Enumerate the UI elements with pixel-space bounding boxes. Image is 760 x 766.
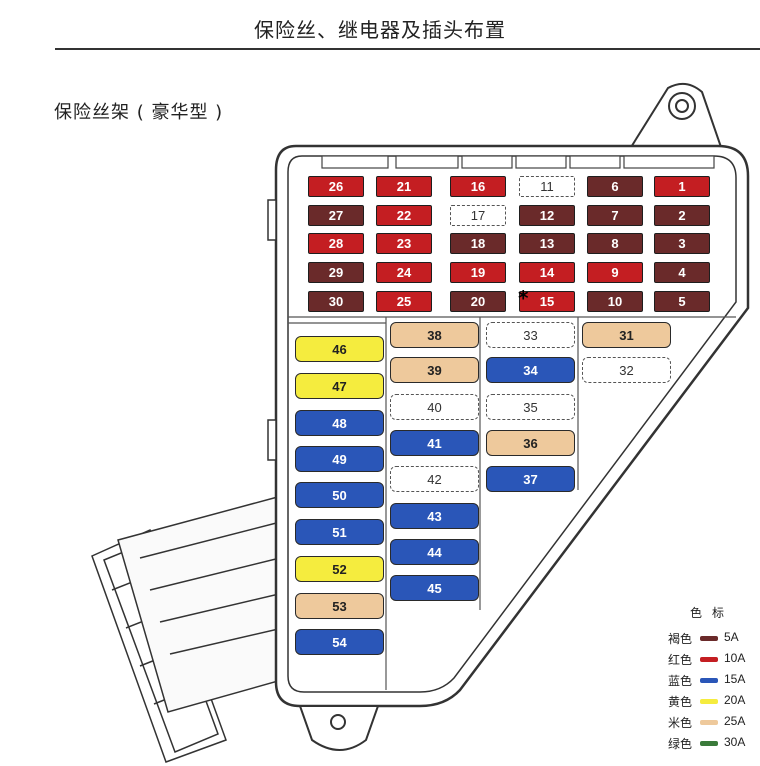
fuse-51: 51: [295, 519, 384, 545]
legend-color-name: 褐色: [668, 632, 693, 646]
fuse-10: 10: [587, 291, 643, 312]
legend-color-name: 米色: [668, 716, 693, 730]
fuse-25: 25: [376, 291, 432, 312]
fuse-23: 23: [376, 233, 432, 254]
section-dividers: [288, 316, 736, 690]
legend-swatch: [700, 699, 718, 704]
fuse-15: 15: [519, 291, 575, 312]
legend-amperage: 15A: [724, 672, 746, 686]
fuse-22: 22: [376, 205, 432, 226]
fuse-29: 29: [308, 262, 364, 283]
fuse-32: 32: [582, 357, 671, 383]
legend-row: 红色 10A: [668, 649, 760, 669]
legend-row: 绿色 30A: [668, 733, 760, 753]
legend-row: 黄色 20A: [668, 691, 760, 711]
fuse-6: 6: [587, 176, 643, 197]
page-header: 保险丝、继电器及插头布置: [0, 0, 760, 50]
legend-swatch: [700, 678, 718, 683]
fuse-38: 38: [390, 322, 479, 348]
fuse-47: 47: [295, 373, 384, 399]
fuse-43: 43: [390, 503, 479, 529]
housing-inner: [287, 155, 737, 693]
legend-color-name: 黄色: [668, 695, 693, 709]
fuse-49: 49: [295, 446, 384, 472]
fuse-54: 54: [295, 629, 384, 655]
fuse-40: 40: [390, 394, 479, 420]
fuse-11: 11: [519, 176, 575, 197]
legend-row: 米色 25A: [668, 712, 760, 732]
legend-color-name: 绿色: [668, 737, 693, 751]
fuse-12: 12: [519, 205, 575, 226]
fuse-46: 46: [295, 336, 384, 362]
fuse-4: 4: [654, 262, 710, 283]
legend-swatch: [700, 741, 718, 746]
fuse-2: 2: [654, 205, 710, 226]
legend-amperage: 20A: [724, 693, 746, 707]
fuse-52: 52: [295, 556, 384, 582]
fuse-17: 17: [450, 205, 506, 226]
page-title: 保险丝、继电器及插头布置: [254, 18, 506, 42]
fuse-37: 37: [486, 466, 575, 492]
fuse-13: 13: [519, 233, 575, 254]
fuse-42: 42: [390, 466, 479, 492]
bottom-mount: [298, 705, 380, 751]
fuse-20: 20: [450, 291, 506, 312]
legend-swatch: [700, 720, 718, 725]
legend-amperage: 5A: [724, 630, 739, 644]
fuse-18: 18: [450, 233, 506, 254]
fuse-21: 21: [376, 176, 432, 197]
top-slots: [321, 155, 715, 169]
fuse-45: 45: [390, 575, 479, 601]
fuse-35: 35: [486, 394, 575, 420]
fuse-50: 50: [295, 482, 384, 508]
legend-color-name: 蓝色: [668, 674, 693, 688]
fuse-53: 53: [295, 593, 384, 619]
fuse-33: 33: [486, 322, 575, 348]
header-divider: [55, 48, 760, 50]
legend-title: 色标: [690, 606, 735, 620]
housing-outer: [274, 144, 750, 708]
legend-swatch: [700, 636, 718, 641]
legend-color-name: 红色: [668, 653, 693, 667]
fuse-36: 36: [486, 430, 575, 456]
legend-amperage: 25A: [724, 714, 746, 728]
legend-row: 褐色 5A: [668, 628, 760, 648]
fuse-8: 8: [587, 233, 643, 254]
fuse-7: 7: [587, 205, 643, 226]
fuse-31: 31: [582, 322, 671, 348]
mounting-tab: [626, 82, 724, 154]
legend-row: 蓝色 15A: [668, 670, 760, 690]
fuse-19: 19: [450, 262, 506, 283]
fuse-14: 14: [519, 262, 575, 283]
legend-amperage: 10A: [724, 651, 746, 665]
legend-swatch: [700, 657, 718, 662]
fuse-1: 1: [654, 176, 710, 197]
fuse-41: 41: [390, 430, 479, 456]
fuse-26: 26: [308, 176, 364, 197]
fuse-9: 9: [587, 262, 643, 283]
fuse-16: 16: [450, 176, 506, 197]
fuse-5: 5: [654, 291, 710, 312]
fuse-48: 48: [295, 410, 384, 436]
side-tabs: [267, 199, 277, 461]
fuse-39: 39: [390, 357, 479, 383]
fuse-24: 24: [376, 262, 432, 283]
fuse-3: 3: [654, 233, 710, 254]
fuse-15-marker: *: [518, 286, 529, 310]
section-subtitle: 保险丝架 ( 豪华型 ): [54, 102, 224, 123]
fuse-34: 34: [486, 357, 575, 383]
fuse-30: 30: [308, 291, 364, 312]
fuse-28: 28: [308, 233, 364, 254]
fuse-27: 27: [308, 205, 364, 226]
legend-amperage: 30A: [724, 735, 746, 749]
fuse-44: 44: [390, 539, 479, 565]
